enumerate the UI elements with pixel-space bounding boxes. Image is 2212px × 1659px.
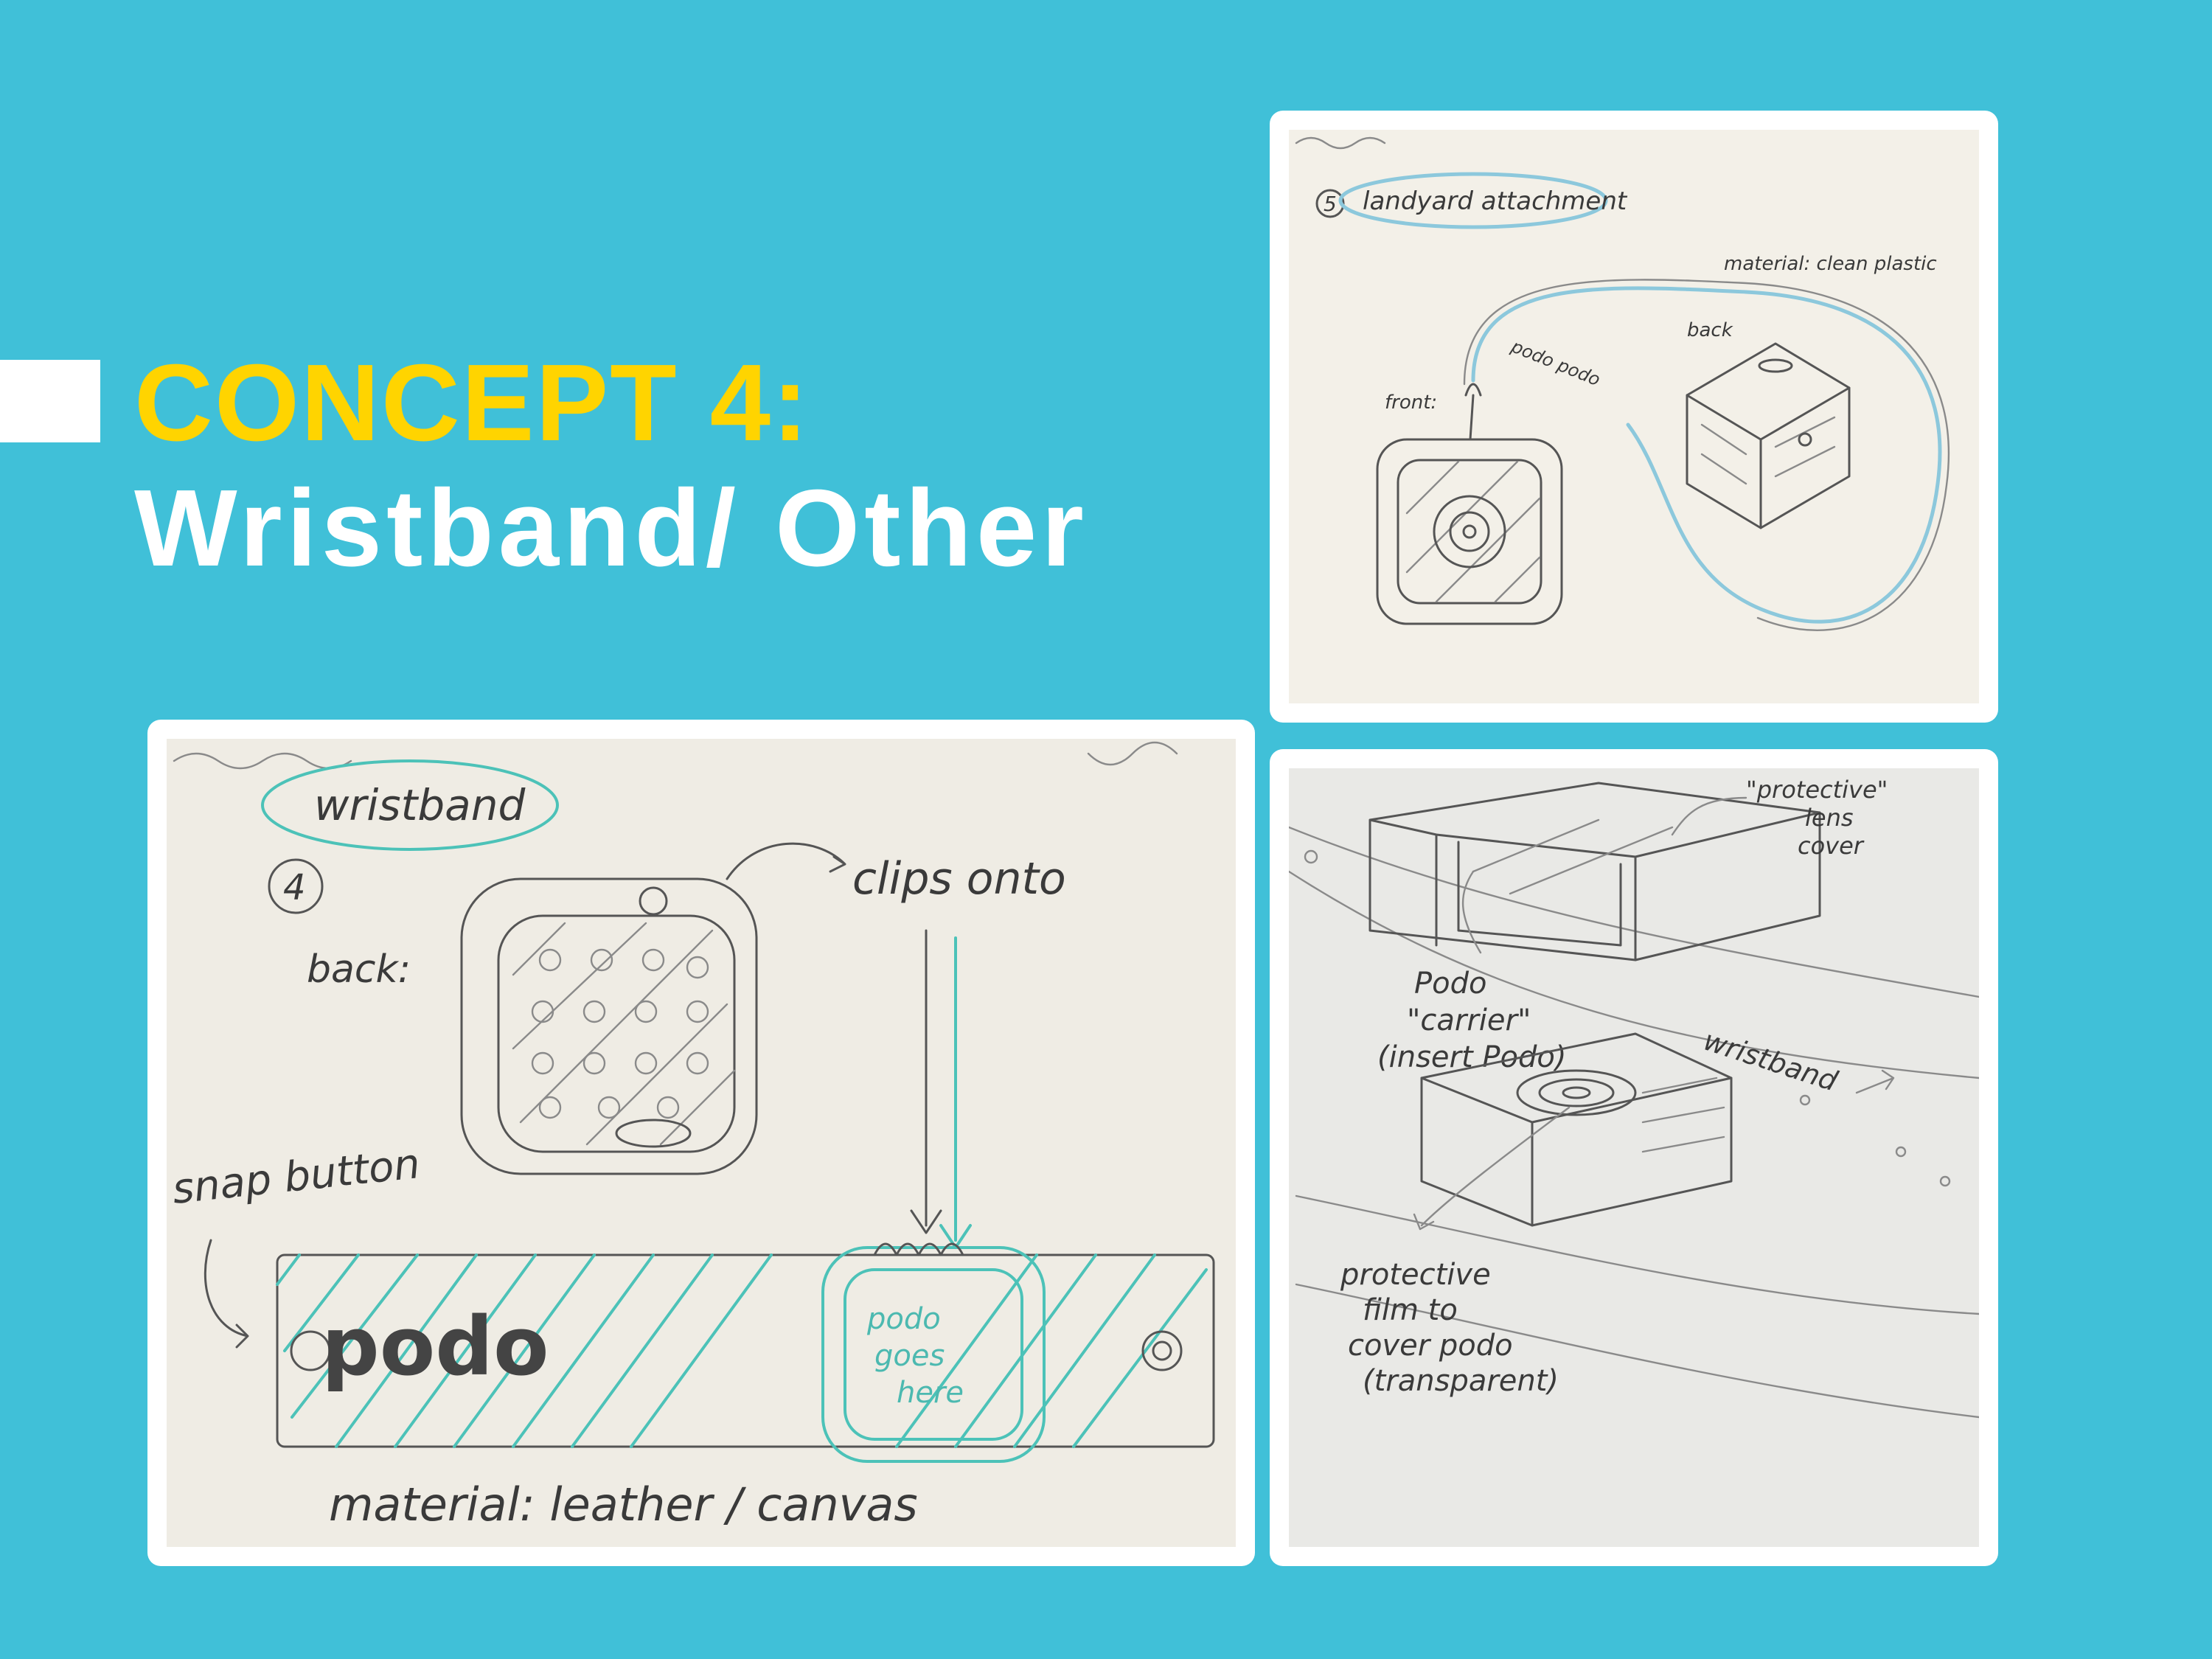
wristband-clips-label: clips onto bbox=[852, 853, 1066, 905]
carrier-label-line2: "carrier" bbox=[1407, 1004, 1531, 1037]
carrier-cover-line1: "protective" bbox=[1746, 776, 1888, 804]
wristband-back-label: back: bbox=[307, 947, 411, 992]
photo-carrier-sketch: "protective" lens cover Podo "carrier" (… bbox=[1270, 749, 1998, 1566]
lanyard-material: material: clean plastic bbox=[1724, 253, 1937, 275]
lanyard-sketch-drawing: 5 landyard attachment material: clean pl… bbox=[1289, 130, 1979, 703]
carrier-sketch-drawing: "protective" lens cover Podo "carrier" (… bbox=[1289, 768, 1979, 1547]
carrier-film-line1: protective bbox=[1340, 1258, 1491, 1292]
lanyard-back-label: back bbox=[1687, 319, 1733, 341]
title-concept-number: CONCEPT 4: bbox=[134, 342, 810, 464]
title-concept-name: Wristband/ Other bbox=[134, 467, 1088, 589]
wristband-sketch-drawing: wristband 4 back: clips onto snap button… bbox=[167, 739, 1236, 1547]
title-accent-bar bbox=[0, 360, 100, 442]
wristband-note-line3: here bbox=[897, 1376, 964, 1410]
photo-lanyard-sketch: 5 landyard attachment material: clean pl… bbox=[1270, 111, 1998, 723]
wristband-number: 4 bbox=[283, 867, 306, 908]
slide-title: CONCEPT 4: Wristband/ Other bbox=[134, 341, 1088, 591]
carrier-cover-line3: cover bbox=[1798, 832, 1865, 860]
lanyard-heading: landyard attachment bbox=[1363, 187, 1628, 216]
wristband-material: material: leather / canvas bbox=[329, 1478, 918, 1531]
carrier-film-line2: film to bbox=[1363, 1293, 1458, 1327]
wristband-note-line2: goes bbox=[874, 1339, 945, 1373]
wristband-heading: wristband bbox=[314, 780, 526, 830]
wristband-note-line1: podo bbox=[866, 1302, 941, 1336]
lanyard-number: 5 bbox=[1324, 192, 1337, 216]
carrier-film-line3: cover podo bbox=[1348, 1329, 1513, 1363]
carrier-cover-line2: lens bbox=[1805, 804, 1854, 832]
carrier-film-line4: (transparent) bbox=[1363, 1364, 1559, 1398]
wristband-brand: podo bbox=[321, 1299, 549, 1394]
photo-wristband-sketch: wristband 4 back: clips onto snap button… bbox=[147, 720, 1255, 1566]
carrier-label-line1: Podo bbox=[1414, 967, 1486, 1001]
lanyard-front-label: front: bbox=[1385, 392, 1437, 414]
carrier-label-line3: (insert Podo) bbox=[1377, 1040, 1566, 1074]
